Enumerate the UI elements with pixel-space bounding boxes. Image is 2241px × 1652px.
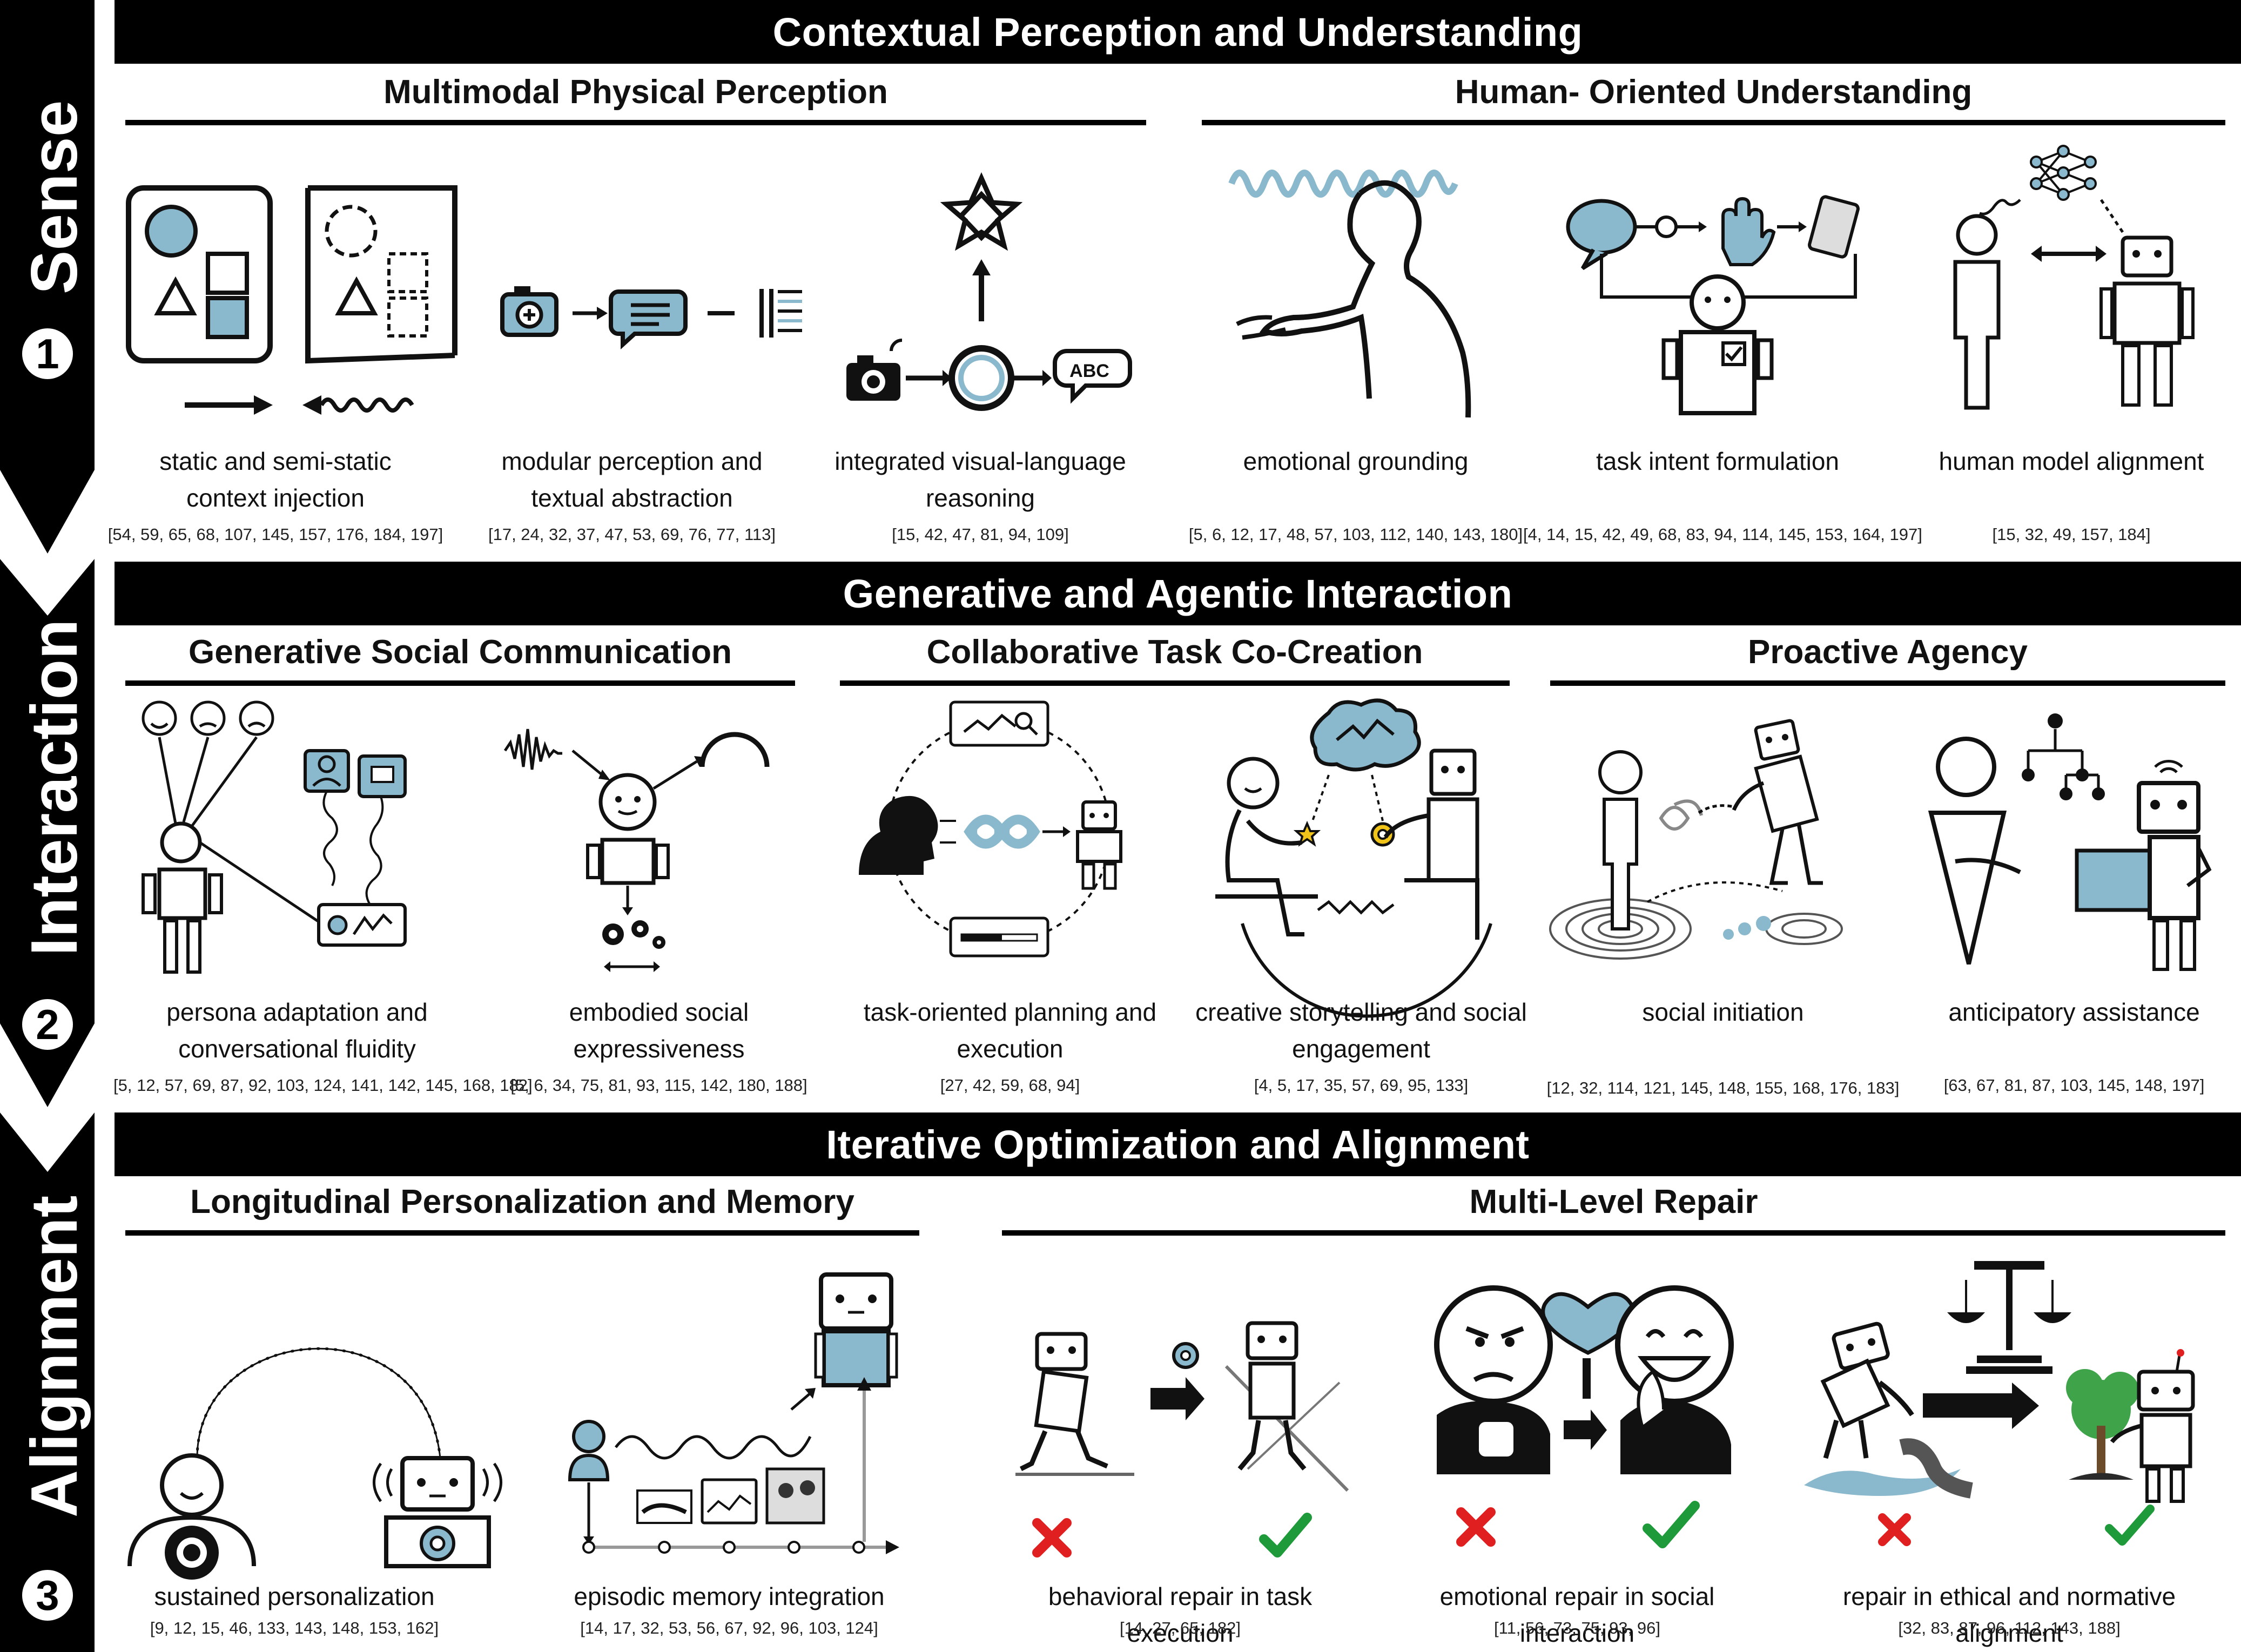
refs-anticipatory: [63, 67, 81, 87, 103, 145, 148, 197]: [1943, 1076, 2205, 1095]
refs-modular-perception: [17, 24, 32, 37, 47, 53, 69, 76, 77, 113…: [488, 525, 776, 544]
caption-behavioral-repair: behavioral repair in task execution: [1048, 1582, 1313, 1647]
caption-static-context: static and semi-static context injection: [159, 447, 392, 512]
caption-visual-language: integrated visual-language reasoning: [835, 447, 1126, 512]
group-title-multimodal: Multimodal Physical Perception: [383, 73, 888, 111]
behavior-repair-icon: [1015, 1321, 1349, 1557]
group-rule: [1002, 1230, 2225, 1236]
caption-episodic-memory: episodic memory integration: [574, 1582, 885, 1610]
human-robot-model-icon: [1953, 145, 2195, 410]
refs-social-initiation: [12, 32, 114, 121, 145, 148, 155, 168, 1…: [1546, 1078, 1900, 1097]
refs-task-planning: [27, 42, 59, 68, 94]: [940, 1076, 1080, 1095]
caption-storytelling: creative storytelling and social engagem…: [1195, 998, 1527, 1063]
caption-human-model: human model alignment: [1939, 447, 2204, 475]
refs-visual-language: [15, 42, 47, 81, 94, 109]: [892, 525, 1069, 544]
stage-ribbon: [0, 0, 95, 1652]
refs-human-model: [15, 32, 49, 157, 184]: [1992, 525, 2151, 544]
social-initiation-icon: [1549, 719, 1843, 960]
group-title-personalization-memory: Longitudinal Personalization and Memory: [190, 1183, 854, 1221]
refs-ethical-repair: [32, 83, 87, 96, 112, 143, 188]: [1898, 1619, 2121, 1637]
episodic-memory-icon: [568, 1272, 899, 1554]
storytelling-icon: [1215, 698, 1492, 1018]
group-title-human-oriented: Human- Oriented Understanding: [1455, 73, 1973, 111]
stage-label-alignment: Alignment: [17, 1195, 91, 1518]
group-title-proactive-agency: Proactive Agency: [1747, 633, 2028, 671]
refs-persona-adaptation: [5, 12, 57, 69, 87, 92, 103, 124, 141, 1…: [113, 1076, 533, 1095]
group-rule: [125, 1230, 919, 1236]
anticipatory-icon: [1928, 713, 2212, 971]
group-title-multi-level-repair: Multi-Level Repair: [1469, 1183, 1758, 1221]
caption-modular-perception: modular perception and textual abstracti…: [501, 447, 763, 512]
stage-number-3: 3: [22, 1570, 73, 1621]
refs-behavioral-repair: [14, 27, 65, 182]: [1119, 1619, 1241, 1637]
caption-emotional-repair: emotional repair in social interaction: [1439, 1582, 1715, 1647]
refs-emotional-repair: [11, 56, 73, 75, 93, 96]: [1494, 1619, 1660, 1637]
caption-ethical-repair: repair in ethical and normative alignmen…: [1842, 1582, 2176, 1647]
personalization-icon: [127, 1347, 502, 1580]
planning-loop-icon: [859, 700, 1122, 958]
stage-label-sense: Sense: [17, 100, 91, 294]
group-rule: [840, 680, 1510, 686]
group-title-co-creation: Collaborative Task Co-Creation: [926, 633, 1423, 671]
persona-robot-icon: [142, 700, 407, 974]
caption-social-initiation: social initiation: [1642, 998, 1804, 1026]
emotion-repair-icon: [1434, 1285, 1734, 1548]
refs-emotional-grounding: [5, 6, 12, 17, 48, 57, 103, 112, 140, 14…: [1188, 525, 1523, 544]
stage-label-interaction: Interaction: [17, 619, 91, 956]
vision-language-icon: ABC: [846, 172, 1132, 411]
emotion-person-icon: [1228, 170, 1471, 418]
caption-task-intent: task intent formulation: [1596, 447, 1839, 475]
refs-embodied-expressiveness: [5, 6, 34, 75, 81, 93, 115, 142, 180, 18…: [510, 1076, 807, 1095]
abc-badge-text: ABC: [1069, 361, 1109, 381]
group-title-social-communication: Generative Social Communication: [188, 633, 732, 671]
caption-task-planning: task-oriented planning and execution: [863, 998, 1157, 1063]
group-rule: [125, 120, 1146, 125]
refs-static-context: [54, 59, 65, 68, 107, 145, 157, 176, 184…: [107, 525, 443, 544]
refs-sustained-personalization: [9, 12, 15, 46, 133, 143, 148, 153, 162]: [150, 1619, 439, 1637]
refs-task-intent: [4, 14, 15, 42, 49, 68, 83, 94, 114, 145…: [1523, 525, 1922, 544]
section-title-interaction: Generative and Agentic Interaction: [115, 562, 2241, 625]
stage-number-1: 1: [22, 328, 73, 379]
section-title-sense: Contextual Perception and Understanding: [115, 0, 2241, 64]
expressive-robot-icon: [503, 729, 770, 972]
caption-embodied-expressiveness: embodied social expressiveness: [569, 998, 749, 1063]
camera-to-text-icon: [500, 286, 802, 350]
group-rule: [125, 680, 795, 686]
intent-robot-icon: [1566, 195, 1860, 415]
caption-anticipatory: anticipatory assistance: [1948, 998, 2200, 1026]
caption-emotional-grounding: emotional grounding: [1243, 447, 1469, 475]
caption-persona-adaptation: persona adaptation and conversational fl…: [166, 998, 428, 1063]
group-rule: [1550, 680, 2225, 686]
group-rule: [1202, 120, 2225, 125]
ethics-repair-icon: [1804, 1261, 2195, 1546]
context-cards-icon: [126, 185, 457, 415]
stage-number-2: 2: [22, 999, 73, 1050]
section-title-alignment: Iterative Optimization and Alignment: [115, 1112, 2241, 1176]
caption-sustained-personalization: sustained personalization: [154, 1582, 435, 1610]
refs-episodic-memory: [14, 17, 32, 53, 56, 67, 92, 96, 103, 12…: [580, 1619, 878, 1637]
refs-storytelling: [4, 5, 17, 35, 57, 69, 95, 133]: [1254, 1076, 1469, 1095]
